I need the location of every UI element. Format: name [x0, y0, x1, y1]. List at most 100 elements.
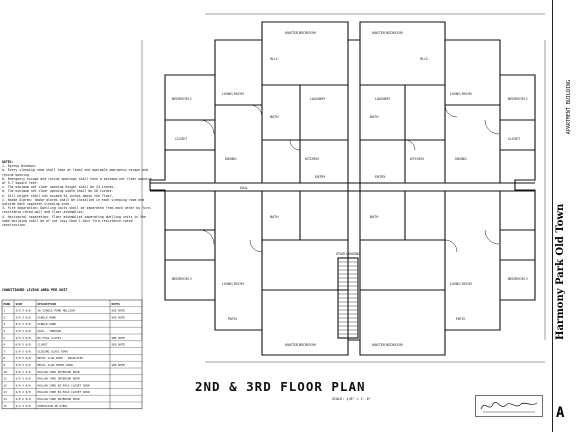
table-cell: HOLLOW CORE BI-FOLD CLOSET DOOR [38, 383, 91, 387]
table-cell: SEE NOTE [112, 363, 126, 367]
room-label-master-bedroom-a: MASTER BEDROOM [285, 31, 316, 35]
note-line: d. The minimum net clear opening width s… [2, 189, 114, 194]
table-cell: METAL CLAD DOOR - INSULATED [38, 356, 84, 360]
table-cell: 3 [4, 322, 6, 326]
table-cell: BI-FOLD CLOSET [38, 336, 62, 340]
table-cell: 2 [4, 315, 6, 319]
room-label-dining-b: DINING [455, 157, 467, 161]
table-cell: 2/4 X 6/8 [16, 322, 31, 326]
room-label-hall: HALL [240, 186, 248, 190]
table-cell: PASS - THROUGH [38, 329, 62, 333]
room-label-bedroom-2-a: BEDROOM 2 [172, 97, 192, 101]
room-label-bedroom-3-b: BEDROOM 3 [508, 277, 528, 281]
note-line: a. Every sleeping room shall have at lea… [2, 168, 148, 177]
room-label-master-bedroom-c: MASTER BEDROOM [285, 343, 316, 347]
table-cell: 14 [4, 397, 8, 401]
note-line: 1. Egress Windows: [2, 164, 37, 169]
table-cell: 11 [4, 377, 8, 381]
door-swings [199, 104, 500, 253]
room-label-laundry-a: LAUNDRY [310, 97, 325, 101]
table-cell: HOLLOW CORE INTERIOR DOOR [38, 377, 80, 381]
table-cell: HOLLOW CORE INTERIOR DOOR [38, 397, 80, 401]
room-label-entry-a: ENTRY [315, 175, 325, 179]
table-cell: 2/8 X 6/8 [16, 370, 31, 374]
table-cell: 10 [4, 370, 8, 374]
note-line: 4. Horizontal separation: Floor assembli… [2, 214, 146, 228]
table-cell: METAL CLAD ENTRY DOOR [38, 363, 74, 367]
table-header-cell: SIZE [16, 302, 23, 306]
table-cell: 5/0 X 6/8 [16, 349, 31, 353]
sheet-title: 2ND & 3RD FLOOR PLAN [195, 379, 366, 394]
table-header-cell: DESCRIPTION [38, 302, 57, 306]
table-cell: 3/0 X 6/8 [16, 363, 31, 367]
room-label-patio-b: PATIO [456, 317, 466, 321]
room-label-closet-a: CLOSET [175, 137, 187, 141]
table-cell: 30 SINGLE PANE MULLION [38, 309, 75, 313]
table-cell: 2/0 X 6/8 [16, 397, 31, 401]
table-cell: 5 [4, 336, 6, 340]
scale-note: SCALE: 1/8" = 1'-0" [332, 397, 371, 401]
sheet-caption: APARTMENT BUILDING [566, 80, 572, 135]
table-cell: 2/4 X 6/8 [16, 383, 31, 387]
table-cell: 13 [4, 390, 8, 394]
table-cell: 9 [4, 363, 6, 367]
table-cell: CLOSET [38, 343, 48, 347]
table-cell: PORCELAIN ON STEEL [38, 404, 69, 408]
table-cell: 1 [4, 309, 6, 313]
table-cell: SINGLE PANE [38, 322, 57, 326]
table-cell: 12 [4, 383, 8, 387]
note-line: 2. Smoke Alarms: Smoke alarms shall be i… [2, 197, 145, 207]
table-header-cell: MARK [4, 302, 11, 306]
table-cell: 15 [4, 404, 8, 408]
table-cell: SEE NOTE [112, 336, 126, 340]
designer-signature [475, 395, 543, 417]
table-cell: 7 [4, 349, 6, 353]
table-cell: 4 [4, 329, 6, 333]
table-cell: 2/4 X 6/8 [16, 404, 31, 408]
notes-heading: NOTES: [2, 160, 14, 164]
room-label-master-bedroom-b: MASTER BEDROOM [372, 31, 403, 35]
room-label-living-room-a: LIVING ROOM [222, 92, 244, 96]
note-line: b. Emergency escape and rescue openings … [2, 176, 152, 186]
table-cell: 2/4 X 6/8 [16, 336, 31, 340]
room-label-kitchen-a: KITCHEN [305, 157, 319, 161]
floor-plan-walls [149, 21, 536, 356]
room-label-kitchen-b: KITCHEN [410, 157, 424, 161]
room-label-bath-d: BATH [370, 215, 379, 219]
table-cell: 6 [4, 343, 6, 347]
room-label-living-room-c: LIVING ROOM [222, 282, 244, 286]
note-line: c. The minimum net clear opening height … [2, 185, 116, 190]
table-cell: SINGLE PANE [38, 315, 57, 319]
project-name: Harmony Park Old Town [555, 40, 566, 340]
room-label-bath-b: BATH [370, 115, 379, 119]
table-cell: SLIDING GLASS DOOR [38, 349, 69, 353]
title-block [552, 0, 576, 432]
room-label-living-room-d: LIVING ROOM [450, 282, 472, 286]
room-label-stair-landing: STAIR LANDING [336, 252, 361, 256]
table-cell: 2/6 X 6/8 [16, 315, 31, 319]
room-label-closet-b: CLOSET [508, 137, 520, 141]
room-label-master-bedroom-d: MASTER BEDROOM [372, 343, 403, 347]
project-name-text: Harmony Park [555, 259, 566, 340]
note-line: e. Sill height shall not exceed 44 inche… [2, 193, 114, 198]
table-cell: HOLLOW CORE INTERIOR DOOR [38, 370, 80, 374]
dimension-lines [141, 13, 546, 363]
room-label-bath-c: BATH [270, 215, 279, 219]
stair-treads [338, 261, 358, 335]
room-label-wic-a: W.I.C. [270, 57, 279, 61]
table-cell: SEE NOTE [112, 315, 126, 319]
table-cell: SEE NOTE [112, 309, 126, 313]
room-label-bedroom-3-a: BEDROOM 3 [172, 277, 192, 281]
room-label-wic-b: W.I.C. [420, 57, 429, 61]
room-label-entry-b: ENTRY [375, 175, 385, 179]
room-label-bath-a: BATH [270, 115, 279, 119]
table-cell: 2/0 X 6/8 [16, 329, 31, 333]
table-cell: 2/6 X 6/8 [16, 377, 31, 381]
note-line: 3. Fire Separation: Dwelling units shall… [2, 206, 152, 215]
room-label-laundry-b: LAUNDRY [375, 97, 390, 101]
room-label-living-room-b: LIVING ROOM [450, 92, 472, 96]
table-cell: 2/0 X 6/8 [16, 390, 31, 394]
table-cell: 3/0 X 6/8 [16, 356, 31, 360]
room-label-dining-a: DINING [225, 157, 237, 161]
